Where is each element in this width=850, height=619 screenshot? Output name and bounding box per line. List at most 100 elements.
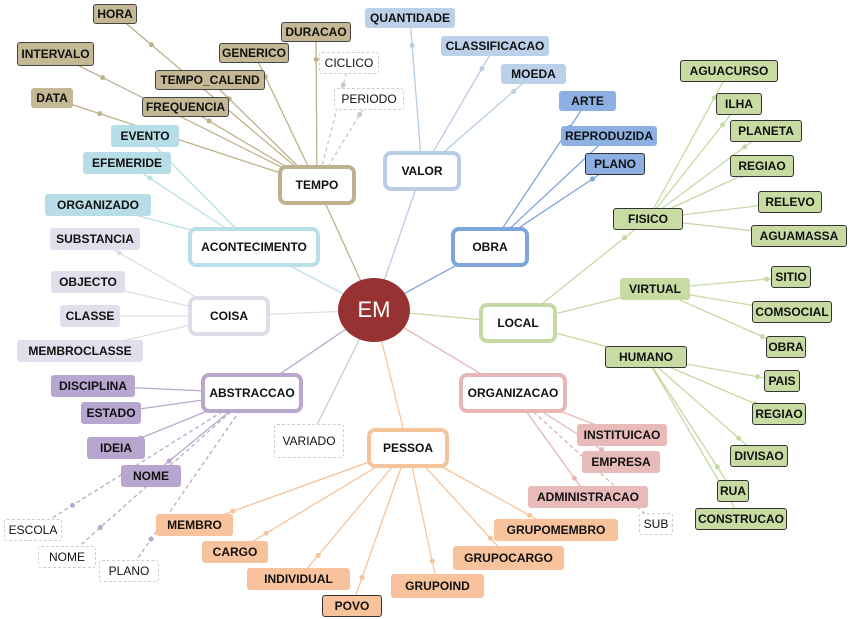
edge-dot-administracao — [572, 475, 577, 481]
concept-node-organizado: ORGANIZADO — [45, 194, 151, 216]
edge-dot-grupomembro — [526, 512, 532, 518]
concept-node-membro: MEMBRO — [156, 514, 233, 536]
concept-node-divisao: DIVISAO — [730, 445, 788, 467]
concept-node-variado: VARIADO — [274, 424, 344, 458]
concept-node-reproduzida: REPRODUZIDA — [561, 126, 657, 146]
concept-node-humano: HUMANO — [605, 346, 687, 368]
concept-node-objecto: OBJECTO — [51, 271, 125, 293]
concept-node-plano_o: PLANO — [585, 153, 645, 175]
edge-dot-aguacurso — [711, 95, 717, 101]
edge-dot-cargo — [263, 530, 269, 536]
concept-node-escola: ESCOLA — [4, 519, 62, 541]
edge-dot-planeta — [742, 144, 748, 150]
edge-dot-grupoind — [429, 558, 435, 564]
concept-node-duracao: DURACAO — [281, 22, 351, 42]
concept-node-substancia: SUBSTANCIA — [50, 228, 140, 250]
concept-node-grupoind: GRUPOIND — [391, 574, 484, 598]
edge-valor-quantidade — [409, 17, 423, 172]
edge-tempo-intervalo — [55, 53, 318, 186]
edge-dot-plano_a — [148, 536, 154, 542]
edge-dot-frequencia — [206, 118, 212, 124]
concept-node-obra_l: OBRA — [766, 336, 806, 358]
edge-dot-ciclico — [340, 82, 346, 88]
concept-node-ilha: ILHA — [716, 93, 762, 115]
category-node-pessoa: PESSOA — [367, 428, 449, 468]
concept-node-moeda: MOEDA — [501, 64, 566, 84]
concept-node-ciclico: CICLICO — [319, 52, 379, 74]
edge-dot-duracao — [313, 57, 319, 63]
concept-node-estado: ESTADO — [81, 402, 141, 424]
concept-node-sitio: SITIO — [771, 266, 811, 288]
edge-dot-plano_o — [590, 176, 595, 182]
concept-node-plano_a: PLANO — [99, 560, 159, 582]
edge-dot-individual — [315, 552, 321, 558]
edge-dot-povo — [359, 575, 365, 581]
concept-node-povo: POVO — [322, 595, 382, 617]
edge-obra-arte — [489, 100, 589, 248]
category-node-local: LOCAL — [479, 303, 557, 343]
category-node-tempo: TEMPO — [278, 165, 356, 205]
edge-dot-data — [97, 111, 103, 117]
category-node-abstraccao: ABSTRACCAO — [201, 373, 303, 413]
edge-dot-rua — [714, 464, 720, 470]
edge-dot-classificacao — [479, 66, 485, 71]
concept-node-cargo: CARGO — [202, 541, 268, 563]
concept-node-empresa: EMPRESA — [582, 451, 660, 473]
edge-dot-nome — [166, 458, 172, 464]
edge-dot-periodo — [357, 111, 363, 117]
concept-node-tempo_calend: TEMPO_CALEND — [155, 70, 265, 90]
concept-node-classe: CLASSE — [60, 305, 120, 327]
concept-node-regiao_h: REGIAO — [752, 403, 806, 425]
concept-node-membroclasse: MEMBROCLASSE — [17, 340, 143, 362]
concept-node-rua: RUA — [717, 480, 749, 502]
category-node-valor: VALOR — [383, 151, 461, 191]
concept-node-ideia: IDEIA — [87, 437, 145, 459]
concept-node-grupocargo: GRUPOCARGO — [453, 546, 564, 570]
category-node-acontecimento: ACONTECIMENTO — [188, 227, 320, 267]
concept-node-sub: SUB — [639, 513, 673, 535]
concept-node-planeta: PLANETA — [730, 120, 802, 142]
center-node: EM — [338, 278, 410, 342]
edge-abstraccao-escola — [32, 392, 253, 531]
edge-dot-divisao — [736, 435, 742, 441]
edge-dot-pais — [755, 374, 761, 380]
concept-node-quantidade: QUANTIDADE — [365, 8, 455, 28]
concept-node-evento: EVENTO — [111, 125, 179, 147]
concept-node-periodo: PERIODO — [334, 88, 404, 110]
edge-dot-empresa — [599, 447, 605, 453]
edge-dot-substancia — [116, 250, 122, 256]
edge-dot-ilha — [720, 122, 726, 128]
edge-dot-grupocargo — [487, 535, 493, 541]
edge-pessoa-grupoind — [407, 447, 439, 587]
edge-tempo-duracao — [315, 31, 318, 186]
concept-node-construcao: CONSTRUCAO — [695, 508, 787, 530]
concept-node-individual: INDIVIDUAL — [247, 568, 350, 590]
concept-node-hora: HORA — [93, 4, 137, 24]
concept-node-regiao: REGIAO — [730, 155, 794, 177]
concept-node-nome: NOME — [121, 465, 181, 487]
edge-abstraccao-nome2 — [66, 392, 253, 558]
edge-tempo-data — [51, 97, 318, 186]
edge-dot-intervalo — [100, 75, 106, 81]
concept-node-nome2: NOME — [38, 546, 96, 568]
concept-node-administracao: ADMINISTRACAO — [528, 486, 648, 508]
concept-node-instituicao: INSTITUICAO — [577, 424, 667, 446]
concept-node-data: DATA — [31, 88, 73, 108]
concept-node-comsocial: COMSOCIAL — [752, 301, 832, 323]
edge-abstraccao-plano_a — [128, 392, 253, 572]
edge-dot-membro — [230, 508, 236, 514]
edge-dot-escola — [69, 502, 75, 508]
category-node-organizacao: ORGANIZACAO — [459, 373, 567, 413]
edge-dot-moeda — [510, 88, 516, 94]
edge-dot-obra_l — [759, 334, 765, 340]
concept-node-classificacao: CLASSIFICACAO — [441, 36, 549, 56]
concept-node-generico: GENERICO — [219, 43, 289, 63]
concept-node-arte: ARTE — [559, 91, 616, 111]
concept-node-fisico: FISICO — [613, 208, 683, 230]
concept-node-aguamassa: AGUAMASSA — [751, 225, 847, 247]
edge-dot-sitio — [764, 276, 770, 282]
concept-node-efemeride: EFEMERIDE — [83, 152, 171, 174]
concept-node-pais: PAIS — [764, 370, 800, 392]
edge-dot-fisico — [622, 235, 628, 241]
